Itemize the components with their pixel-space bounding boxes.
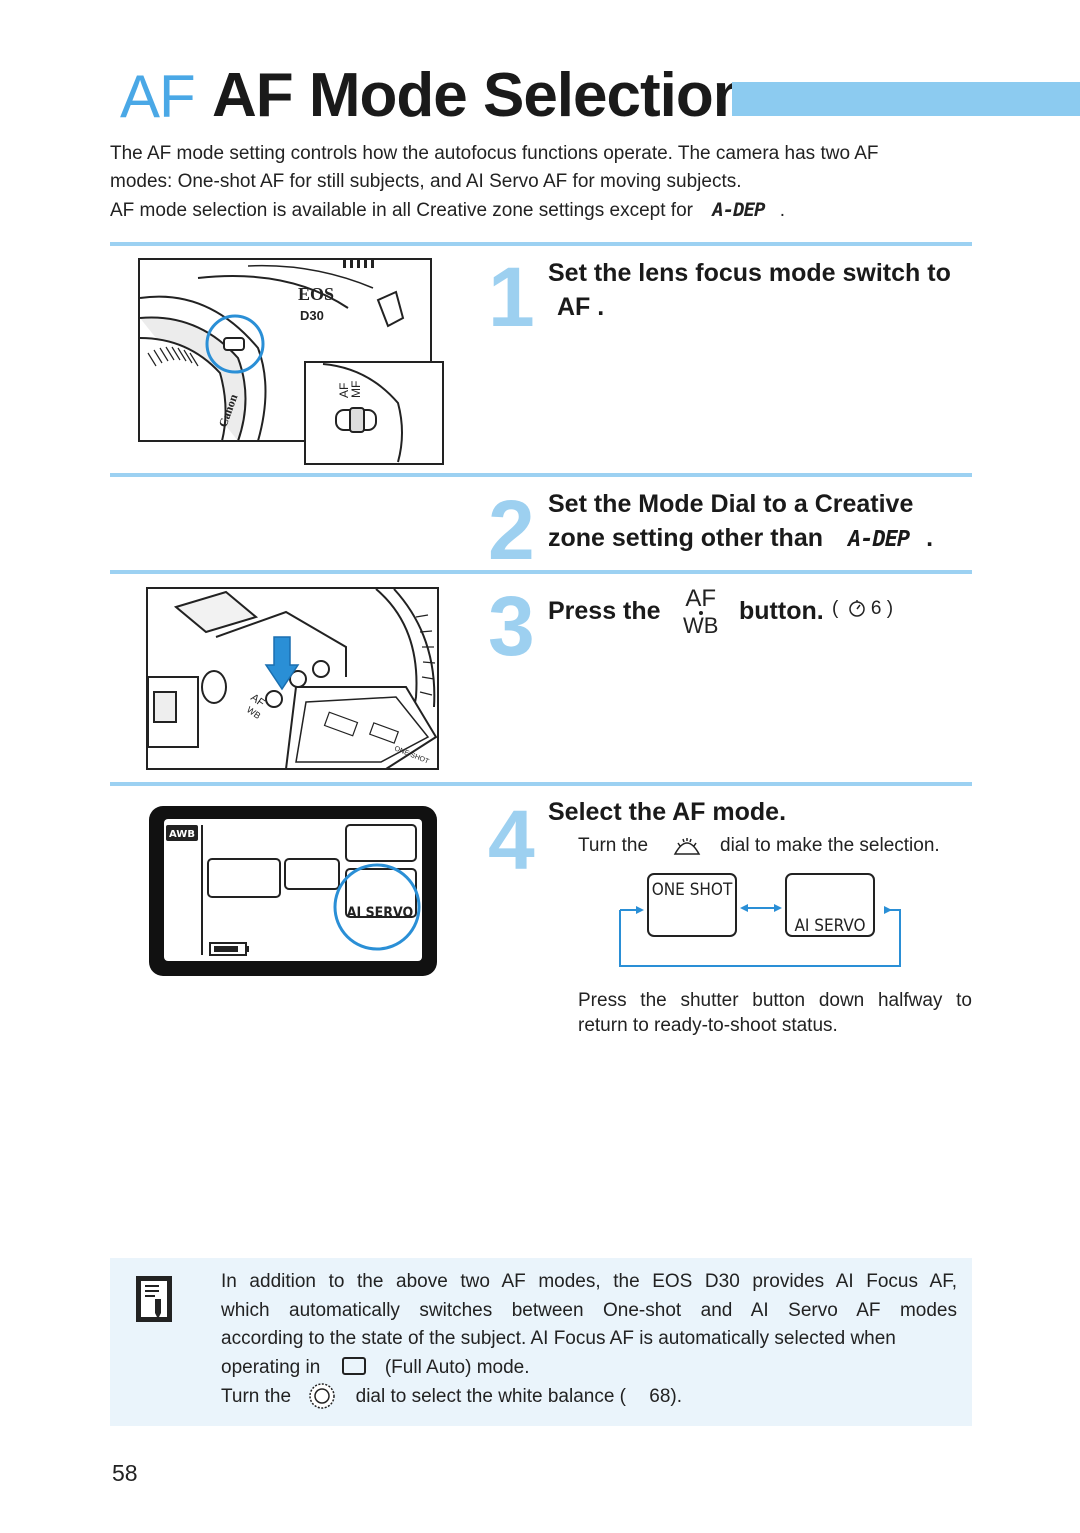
mode-ai-servo: AI SERVO [794,916,865,936]
press-arrow-icon [264,636,300,691]
step4-after-line2: return to ready-to-shoot status. [578,1015,838,1036]
step-number-2: 2 [488,483,535,577]
title-accent-bar [732,82,1080,116]
note-line2: which automatically switches between One… [221,1299,957,1321]
d30-logo: D30 [300,308,324,323]
note-icon [136,1276,172,1322]
note-line5: Turn the dial to select the white balanc… [221,1382,957,1412]
step3-title-prefix: Press the [548,597,661,625]
timer-reference: ( 6 ) [832,598,893,620]
switch-af-label: AF [337,383,351,398]
full-auto-icon [341,1356,366,1375]
section-rule-2 [110,473,972,477]
intro-line-3-end: . [779,200,786,221]
note-line3: according to the state of the subject. A… [221,1328,896,1349]
step4-instruction-suffix: dial to make the selection. [720,835,940,856]
af-wb-button-illustration: ONE SHOT AF WB [146,587,439,770]
eos-logo: EOS [298,284,334,304]
intro-line-3: AF mode selection is available in all Cr… [110,196,785,225]
page-number: 58 [112,1460,138,1486]
step4-instruction-prefix: Turn the [578,835,649,856]
step4-title: Select the AF mode. [548,798,787,826]
step2-title-line1: Set the Mode Dial to a Creative [548,490,914,518]
af-wb-bottom: WB [683,613,719,638]
note-line1: In addition to the above two AF modes, t… [221,1271,957,1292]
step1-title-line2: AF . [557,293,605,321]
mode-one-shot: ONE SHOT [652,880,733,900]
note-line4: operating in (Full Auto) mode. [221,1354,957,1383]
main-dial-icon [673,838,701,855]
section-rule-3 [110,570,972,574]
a-dep-symbol: A-DEP [712,199,765,221]
highlight-circle [205,314,265,374]
af-wb-top: AF [685,585,717,612]
note-line4-prefix: operating in [221,1356,321,1378]
lcd-highlight-circle [333,863,421,951]
af-mode-cycle-diagram: ONE SHOT AI SERVO [619,873,901,967]
note-text: In addition to the above two AF modes, t… [221,1268,957,1412]
af-mode-icon: AF [120,63,196,130]
timer-value: 6 [870,598,882,619]
af-wb-dot [698,611,703,615]
lcd-ai-servo: AI SERVO [347,905,414,921]
step2-title-line2-row: zone setting other than A-DEP . [548,521,933,557]
intro-line-1: The AF mode setting controls how the aut… [110,143,879,164]
step-number-4: 4 [488,793,535,887]
note-line5-suffix: dial to select the white balance ( [355,1386,627,1407]
a-dep-symbol: A-DEP [847,527,910,552]
step-number-3: 3 [488,579,535,673]
paren-close: ) [886,598,894,619]
page-title: AF Mode Selection [212,61,751,130]
intro-line-2: modes: One-shot AF for still subjects, a… [110,171,742,192]
lens-switch-illustration: EOS D30 Canon AF MF [138,258,444,465]
paren-open: ( [832,598,839,619]
note-line5-prefix: Turn the [221,1386,292,1407]
step1-title-line1: Set the lens focus mode switch to [548,259,951,287]
step3-title-suffix: button. [739,597,824,625]
af-wb-button-icon: AF WB [683,585,719,638]
section-rule-4 [110,782,972,786]
lcd-awb: AWB [169,829,195,840]
lcd-panel-illustration: AWB AI SERVO [149,806,437,976]
section-rule-1 [110,242,972,246]
switch-mf-label: MF [349,381,363,398]
note-box [110,1258,972,1426]
quick-control-dial-icon [309,1383,336,1409]
timer-icon [848,600,865,617]
one-shot-box [647,873,737,937]
note-line5-page: 68). [649,1386,683,1407]
step4-after-line1: Press the shutter button down halfway to [578,990,972,1011]
step2-title-end: . [926,524,934,552]
intro-line-3-text: AF mode selection is available in all Cr… [110,200,693,221]
step-number-1: 1 [488,250,535,344]
ai-servo-box [785,873,875,937]
step2-title-line2: zone setting other than [548,524,823,552]
note-line4-suffix: (Full Auto) mode. [384,1356,530,1378]
